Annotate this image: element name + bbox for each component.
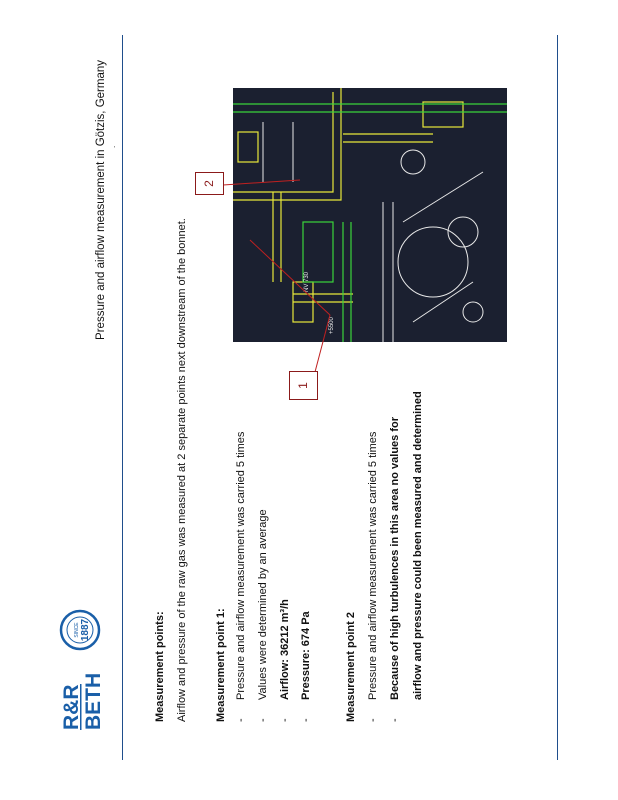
cad-drawing: +5500 NV 730 (233, 88, 507, 342)
svg-text:1887: 1887 (80, 618, 91, 641)
callout-label-2: 2 (195, 172, 224, 195)
cad-label: +5500 (329, 316, 335, 334)
cad-label: NV 730 (304, 271, 310, 292)
callout-label-1: 1 (289, 371, 318, 400)
company-logo: R&R BETH SINCE 1887 (58, 605, 105, 731)
svg-text:SINCE: SINCE (74, 622, 80, 638)
svg-text:BETH: BETH (82, 673, 103, 730)
svg-text:R&R: R&R (60, 685, 83, 731)
